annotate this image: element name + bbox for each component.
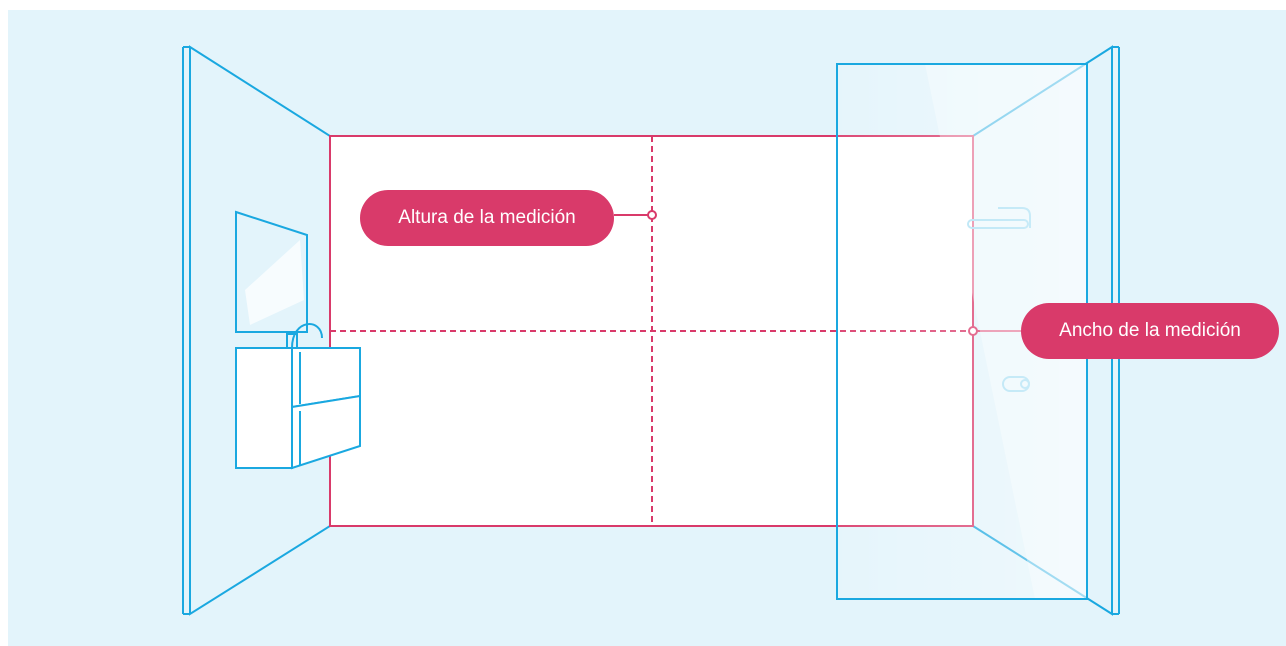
height-measurement-label: Altura de la medición	[360, 190, 614, 246]
height-label-connector	[614, 210, 657, 220]
vanity-cabinet	[235, 323, 361, 470]
width-measurement-label: Ancho de la medición	[1021, 303, 1279, 359]
mirror	[235, 210, 308, 333]
